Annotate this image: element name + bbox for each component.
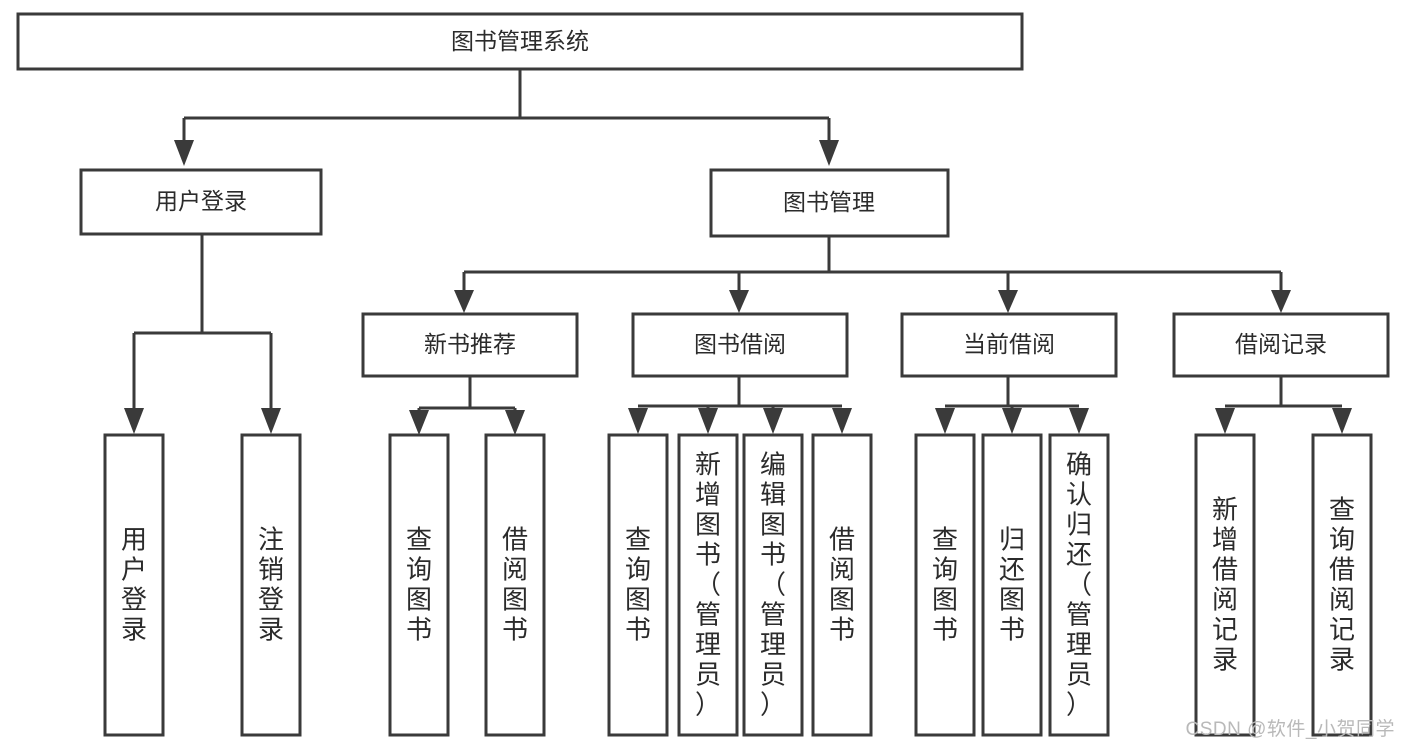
leaf-borrow-record-add[interactable]: 新增借阅记录 [1194, 433, 1256, 737]
leaf-borrow-record-query-box[interactable] [1311, 433, 1373, 737]
edges-borrow-record-to-leaves [1215, 376, 1352, 434]
edges-root-to-level2 [174, 69, 839, 166]
arrowhead-book-manage [819, 140, 839, 166]
arrowhead-bb-leaf-2 [698, 408, 718, 434]
leaf-book-borrow-add-box[interactable] [677, 433, 739, 737]
edges-new-book-to-leaves [409, 376, 525, 435]
arrowhead-current-borrow [998, 290, 1018, 313]
leaf-current-borrow-query-label: 查询图书 [932, 524, 958, 644]
leaf-book-borrow-query[interactable]: 查询图书 [607, 433, 669, 737]
node-book-management-box[interactable] [709, 168, 950, 238]
edges-book-manage-to-level3 [454, 236, 1291, 313]
leaf-user-login-login[interactable]: 用户登录 [103, 433, 165, 737]
node-user-login-label: 用户登录 [155, 188, 247, 214]
leaf-current-borrow-return[interactable]: 归还图书 [981, 433, 1043, 737]
node-borrow-record-label: 借阅记录 [1235, 331, 1327, 357]
node-root-book-management-system[interactable]: 图书管理系统 [16, 12, 1024, 71]
node-current-borrow-label: 当前借阅 [963, 331, 1055, 357]
node-level3-book-borrow[interactable]: 图书借阅 [631, 312, 849, 378]
arrowhead-br-leaf-1 [1215, 408, 1235, 434]
leaf-current-borrow-query-box[interactable] [914, 433, 976, 737]
node-level3-current-borrow[interactable]: 当前借阅 [900, 312, 1118, 378]
leaf-borrow-record-query-label: 查询借阅记录 [1329, 494, 1355, 674]
leaf-current-borrow-confirm-label: 确认归还（管理员） [1066, 449, 1092, 719]
arrowhead-nb-leaf-2 [505, 410, 525, 435]
leaf-book-borrow-borrow-box[interactable] [811, 433, 873, 737]
arrowhead-leaf-logout [261, 408, 281, 434]
node-level2-book-management[interactable]: 图书管理 [709, 168, 950, 238]
arrowhead-leaf-user-login [124, 408, 144, 434]
node-level2-user-login[interactable]: 用户登录 [79, 168, 323, 236]
leaf-book-borrow-edit[interactable]: 编辑图书（管理员） [742, 433, 804, 737]
leaf-book-borrow-edit-label: 编辑图书（管理员） [760, 449, 786, 719]
arrowhead-user-login [174, 140, 194, 166]
leaf-borrow-record-add-box[interactable] [1194, 433, 1256, 737]
leaf-book-borrow-add-label: 新增图书（管理员） [695, 449, 721, 719]
edges-user-login-to-leaves [124, 234, 281, 434]
leaf-current-borrow-confirm-box[interactable] [1048, 433, 1110, 737]
arrowhead-cb-leaf-3 [1069, 408, 1089, 434]
arrowhead-bb-leaf-1 [628, 408, 648, 434]
arrowhead-nb-leaf-1 [409, 410, 429, 435]
leaf-book-borrow-query-label: 查询图书 [625, 524, 651, 644]
leaf-borrow-record-add-label: 新增借阅记录 [1212, 494, 1238, 674]
arrowhead-bb-leaf-3 [763, 408, 783, 434]
arrowhead-br-leaf-2 [1332, 408, 1352, 434]
leaf-user-login-logout-label: 注销登录 [258, 524, 284, 644]
edges-book-borrow-to-leaves [628, 376, 852, 434]
leaf-book-borrow-add[interactable]: 新增图书（管理员） [677, 433, 739, 737]
watermark: CSDN @软件_小贺同学 [1185, 719, 1395, 740]
leaf-current-borrow-return-box[interactable] [981, 433, 1043, 737]
node-level3-new-book-recommend[interactable]: 新书推荐 [361, 312, 579, 378]
leaf-current-borrow-return-label: 归还图书 [999, 524, 1025, 644]
leaf-book-borrow-query-box[interactable] [607, 433, 669, 737]
node-book-borrow-box[interactable] [631, 312, 849, 378]
node-borrow-record-box[interactable] [1172, 312, 1390, 378]
arrowhead-book-borrow [729, 290, 749, 313]
arrowhead-new-book [454, 290, 474, 313]
leaf-current-borrow-query[interactable]: 查询图书 [914, 433, 976, 737]
node-level3-borrow-record[interactable]: 借阅记录 [1172, 312, 1390, 378]
node-root-label: 图书管理系统 [451, 28, 589, 54]
leaf-new-book-query-box[interactable] [388, 433, 450, 737]
node-user-login-box[interactable] [79, 168, 323, 236]
node-current-borrow-box[interactable] [900, 312, 1118, 378]
arrowhead-cb-leaf-2 [1002, 408, 1022, 434]
leaf-user-login-logout[interactable]: 注销登录 [240, 433, 302, 737]
arrowhead-bb-leaf-4 [832, 408, 852, 434]
leaf-user-login-login-box[interactable] [103, 433, 165, 737]
leaf-borrow-record-query[interactable]: 查询借阅记录 [1311, 433, 1373, 737]
leaf-new-book-borrow-label: 借阅图书 [502, 524, 528, 644]
leaf-book-borrow-borrow-label: 借阅图书 [829, 524, 855, 644]
leaf-new-book-borrow[interactable]: 借阅图书 [484, 433, 546, 737]
leaf-book-borrow-edit-box[interactable] [742, 433, 804, 737]
leaf-user-login-logout-box[interactable] [240, 433, 302, 737]
leaf-new-book-borrow-box[interactable] [484, 433, 546, 737]
leaf-user-login-login-label: 用户登录 [121, 524, 147, 644]
leaf-new-book-query-label: 查询图书 [406, 524, 432, 644]
arrowhead-borrow-record [1271, 290, 1291, 313]
node-new-book-recommend-box[interactable] [361, 312, 579, 378]
leaf-book-borrow-borrow[interactable]: 借阅图书 [811, 433, 873, 737]
node-book-management-label: 图书管理 [783, 189, 875, 215]
leaf-new-book-query[interactable]: 查询图书 [388, 433, 450, 737]
node-new-book-recommend-label: 新书推荐 [424, 331, 516, 357]
node-book-borrow-label: 图书借阅 [694, 331, 786, 357]
edges-current-borrow-to-leaves [935, 376, 1089, 434]
leaf-current-borrow-confirm[interactable]: 确认归还（管理员） [1048, 433, 1110, 737]
arrowhead-cb-leaf-1 [935, 408, 955, 434]
node-root-box[interactable] [16, 12, 1024, 71]
